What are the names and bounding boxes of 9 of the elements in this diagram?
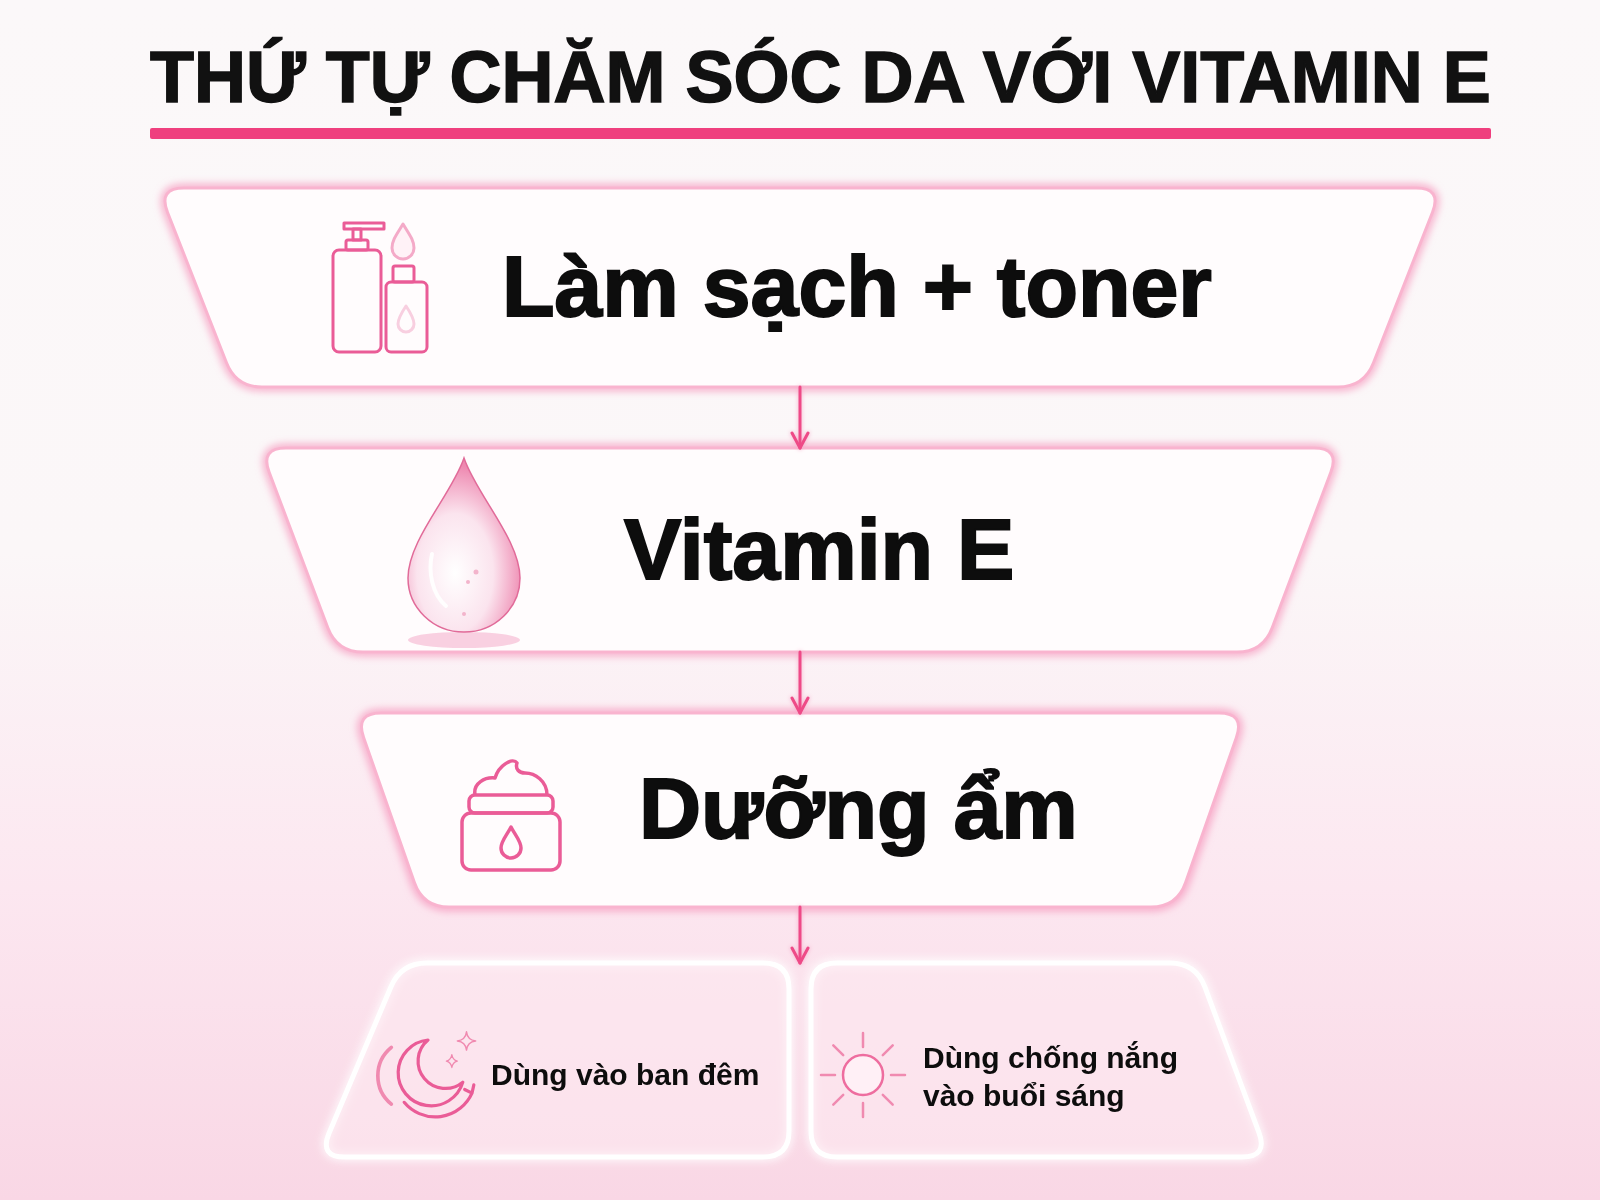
step-label: Dưỡng ẩm (639, 759, 1078, 858)
option-label: Dùng chống nắng vào buổi sáng (923, 1040, 1179, 1114)
arrow (790, 385, 810, 450)
step-label: Làm sạch + toner (502, 237, 1212, 336)
title: THỨ TỰ CHĂM SÓC DA VỚI VITAMIN E (150, 36, 1491, 119)
arrow (790, 905, 810, 965)
option-label: Dùng vào ban đêm (491, 1057, 760, 1093)
step-label: Vitamin E (624, 500, 1015, 599)
arrow (790, 650, 810, 715)
